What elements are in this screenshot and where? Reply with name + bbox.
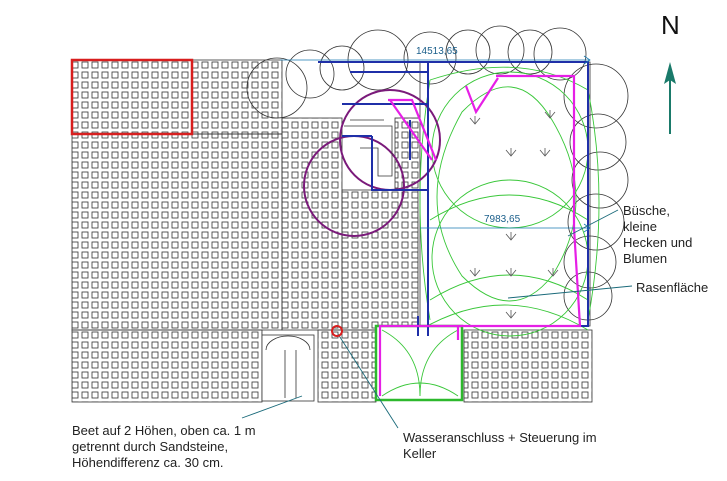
label-bushes: Büsche, kleine Hecken und Blumen bbox=[623, 203, 693, 266]
magenta-drip-lines bbox=[378, 74, 582, 396]
terrace-step-outline bbox=[344, 119, 393, 177]
dimension-top: 14513,65 bbox=[416, 46, 458, 57]
dimension-middle: 7983,65 bbox=[484, 214, 521, 225]
label-lawn: Rasenfläche bbox=[636, 280, 709, 295]
leader-lines bbox=[241, 209, 633, 429]
lawn-area bbox=[419, 61, 591, 327]
label-water-connection: Wasseranschluss + Steuerung im Keller bbox=[403, 430, 597, 461]
raised-bed bbox=[261, 334, 315, 402]
terrace-outline bbox=[70, 58, 194, 136]
north-label: N bbox=[661, 10, 680, 40]
label-bed: Beet auf 2 Höhen, oben ca. 1 m getrennt … bbox=[72, 423, 256, 470]
north-arrow-icon bbox=[664, 62, 676, 134]
tiled-paving bbox=[71, 59, 593, 403]
dimension-lines bbox=[280, 55, 591, 233]
valve-box bbox=[374, 324, 464, 402]
water-connection-marker bbox=[331, 325, 343, 337]
sprinkler-direction-marks bbox=[469, 110, 559, 319]
